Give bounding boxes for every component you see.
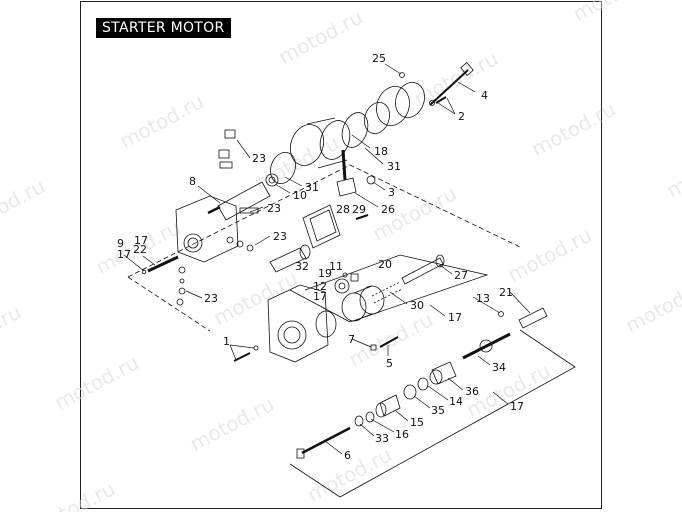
callout-labels: 25 4 2 23 18 31 8 31 10 3 23 28 29 26 23… (117, 52, 524, 462)
callout-17: 17 (117, 248, 131, 261)
callout-26: 26 (381, 203, 395, 216)
svg-text:motod.ru: motod.ru (116, 89, 208, 153)
part-25-plug (399, 72, 405, 78)
part-drawings (127, 62, 576, 498)
callout-34: 34 (492, 361, 506, 374)
callout-7: 7 (348, 333, 355, 346)
callout-25: 25 (372, 52, 386, 65)
callout-14: 14 (449, 395, 463, 408)
callout-21: 21 (499, 286, 513, 299)
callout-23: 23 (267, 202, 281, 215)
callout-4: 4 (481, 89, 488, 102)
callout-12: 12 (313, 280, 327, 293)
svg-text:motod.ru: motod.ru (51, 350, 143, 414)
callout-29: 29 (352, 203, 366, 216)
svg-text:motod.ru: motod.ru (0, 174, 49, 238)
diagram-frame (80, 1, 602, 509)
callout-36: 36 (465, 385, 479, 398)
callout-6: 6 (344, 449, 351, 462)
callout-15: 15 (410, 416, 424, 429)
callout-27: 27 (454, 269, 468, 282)
callout-17: 17 (510, 400, 524, 413)
callout-30: 30 (410, 299, 424, 312)
leader-lines (123, 63, 531, 455)
callout-23: 23 (273, 230, 287, 243)
callout-2: 2 (458, 110, 465, 123)
svg-text:motod.ru: motod.ru (0, 300, 25, 364)
callout-19: 19 (318, 267, 332, 280)
callout-16: 16 (395, 428, 409, 441)
callout-17: 17 (134, 234, 148, 247)
svg-text:motod.ru: motod.ru (27, 476, 119, 512)
svg-text:motod.ru: motod.ru (410, 46, 502, 110)
diagram-title: STARTER MOTOR (96, 18, 231, 38)
svg-text:motod.ru: motod.ru (621, 273, 682, 337)
callout-23: 23 (252, 152, 266, 165)
callout-33: 33 (375, 432, 389, 445)
callout-5: 5 (386, 357, 393, 370)
callout-18: 18 (374, 145, 388, 158)
svg-text:motod.ru: motod.ru (569, 0, 661, 26)
callout-31: 31 (305, 181, 319, 194)
callout-8: 8 (189, 175, 196, 188)
callout-9: 9 (117, 237, 124, 250)
callout-3: 3 (388, 186, 395, 199)
callout-13: 13 (476, 292, 490, 305)
callout-32: 32 (295, 260, 309, 273)
callout-23: 23 (204, 292, 218, 305)
callout-11: 11 (329, 260, 343, 273)
callout-20: 20 (378, 258, 392, 271)
callout-28: 28 (336, 203, 350, 216)
svg-text:motod.ru: motod.ru (209, 266, 301, 330)
callout-31: 31 (387, 160, 401, 173)
callout-17: 17 (313, 290, 327, 303)
svg-text:motod.ru: motod.ru (504, 223, 596, 287)
callout-17: 17 (448, 311, 462, 324)
svg-text:motod.ru: motod.ru (186, 392, 278, 456)
callout-1: 1 (223, 335, 230, 348)
callout-35: 35 (431, 404, 445, 417)
callout-10: 10 (293, 189, 307, 202)
svg-text:motod.ru: motod.ru (527, 97, 619, 161)
svg-text:motod.ru: motod.ru (663, 138, 682, 202)
callout-22: 22 (133, 243, 147, 256)
svg-text:motod.ru: motod.ru (274, 5, 366, 69)
